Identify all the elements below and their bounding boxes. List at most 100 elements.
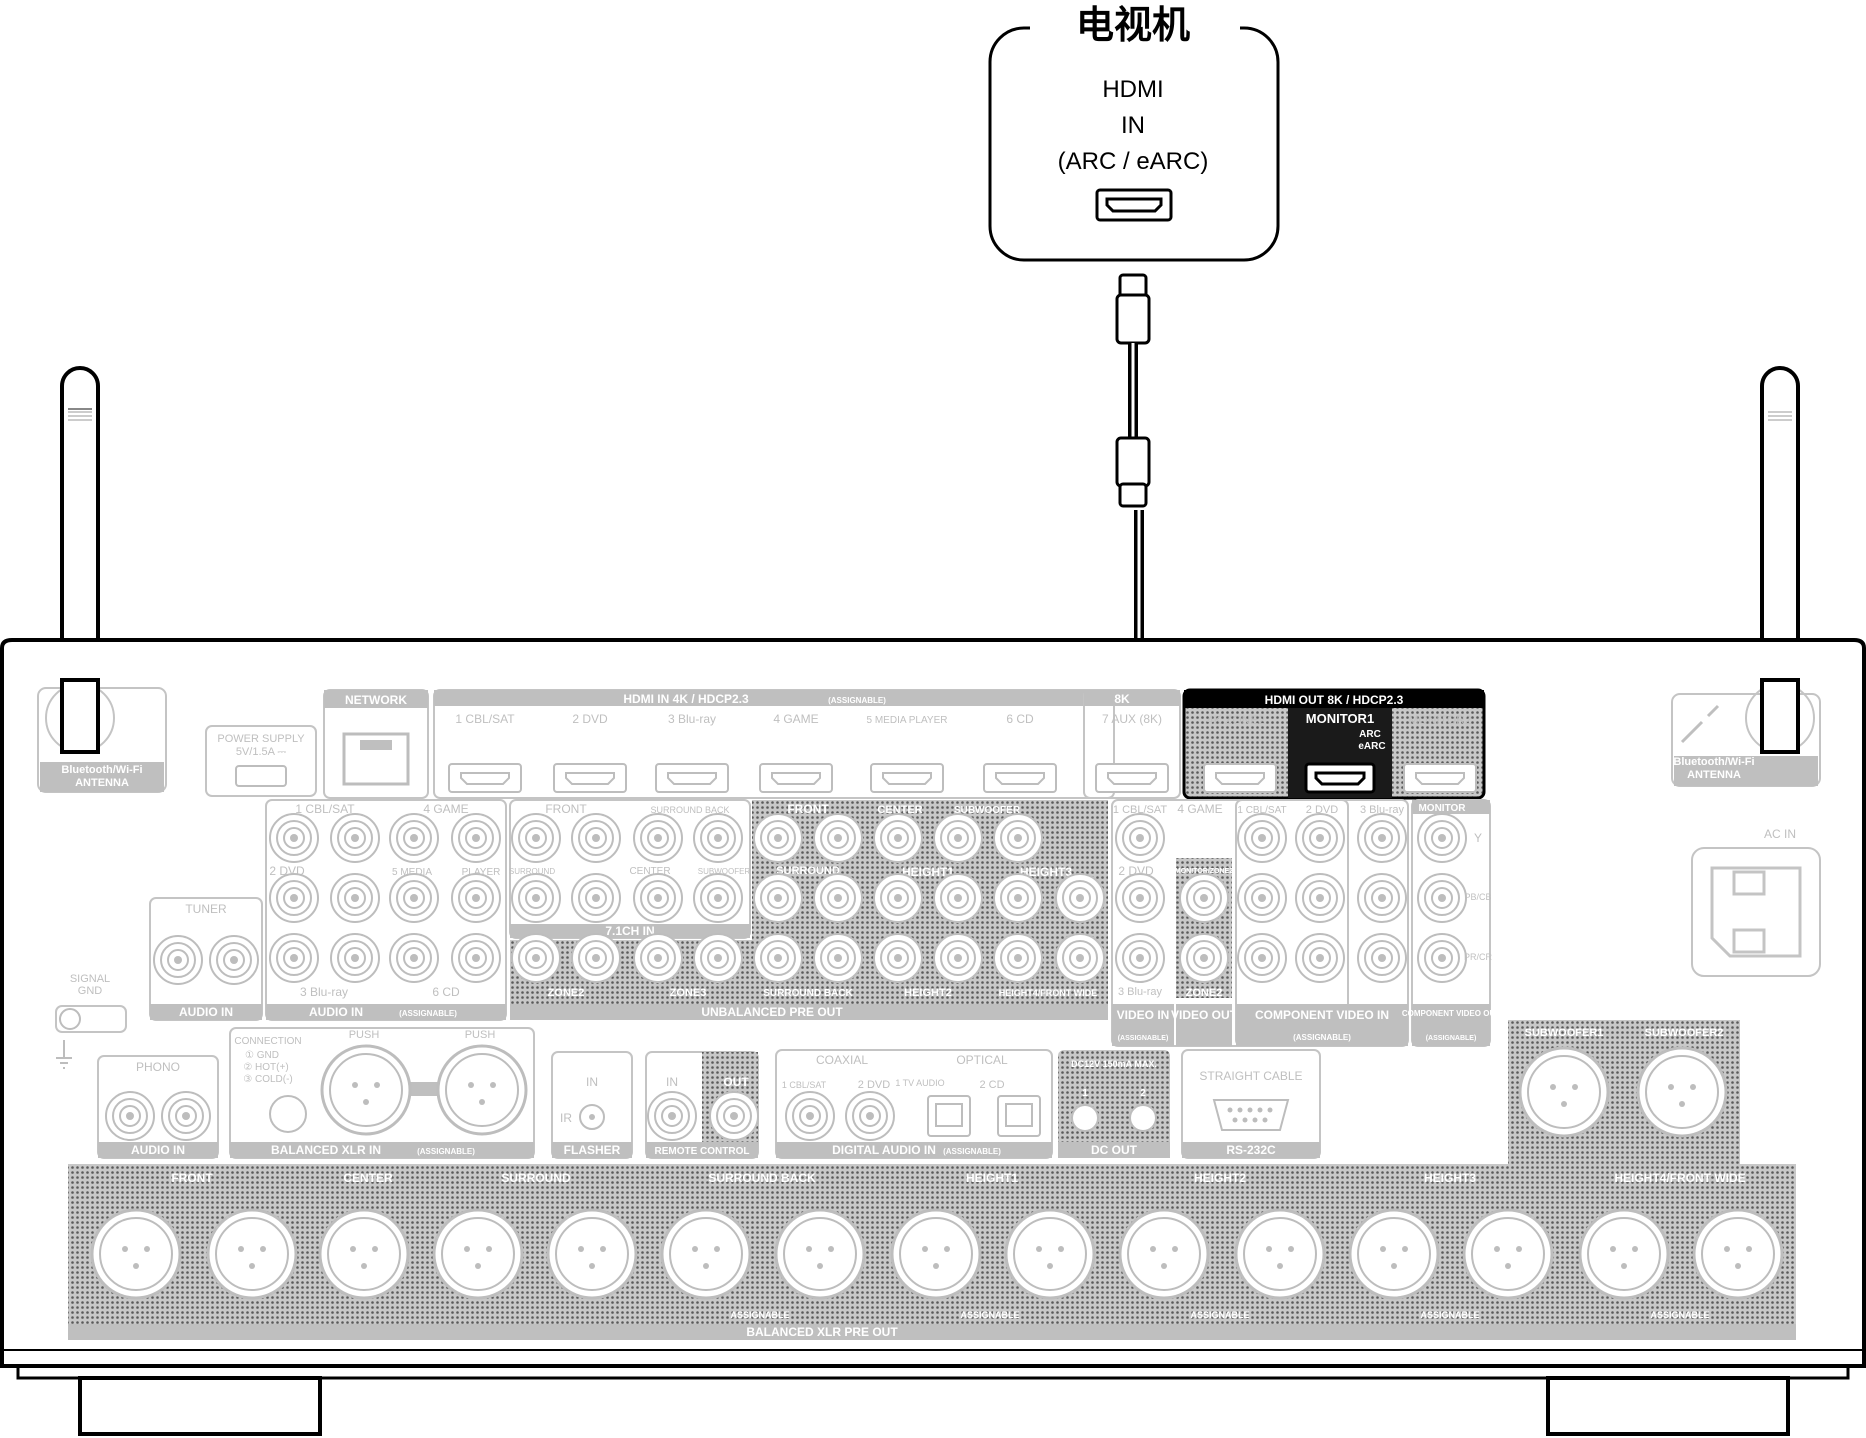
xlr-group-label: CENTER — [343, 1171, 393, 1185]
hdmi-in-header: HDMI IN 4K / HDCP2.3 — [623, 692, 749, 706]
video-monitor-zone2: MONITOR/ZONE2 — [1175, 868, 1233, 875]
audio-in-assign: (ASSIGNABLE) — [399, 1009, 457, 1018]
preout-zone3: ZONE3 — [670, 987, 707, 999]
preout-subwoofer: SUBWOOFER — [954, 805, 1021, 816]
audio-in-player: PLAYER — [462, 867, 501, 878]
video-cbl: 1 CBL/SAT — [1113, 804, 1167, 816]
component-cbl: 1 CBL/SAT — [1237, 805, 1286, 816]
in71-surround: SURROUND — [509, 867, 555, 876]
component-video-panel: 1 CBL/SAT 2 DVD 3 Blu-ray COMPONENT VIDE… — [1235, 799, 1409, 1047]
xlr-group-label: FRONT — [171, 1171, 213, 1185]
component-monitor: MONITOR — [1418, 803, 1466, 814]
preout-height2: HEIGHT2 — [904, 987, 952, 999]
dc-spec: DC12V 150mA MAX. — [1071, 1059, 1157, 1069]
hdmi-out-monitor2-label: MONITOR2 — [1408, 713, 1471, 727]
hdmi-8k-header: 8K — [1114, 692, 1130, 706]
xlr-group-label: HEIGHT3 — [1424, 1171, 1476, 1185]
xlr-push-2: PUSH — [465, 1029, 496, 1041]
remote-out: OUT — [723, 1075, 749, 1089]
tv-hdmi-port-icon[interactable] — [1095, 188, 1173, 222]
flasher-port: FLASHER IN IR — [551, 1051, 633, 1159]
opt-tv: 1 TV AUDIO — [895, 1078, 944, 1088]
right-antenna-mount: Bluetooth/Wi-Fi ANTENNA — [1671, 678, 1821, 787]
optical-label: OPTICAL — [956, 1053, 1008, 1067]
sub2-label: SUBWOOFER2 — [1645, 1027, 1724, 1039]
video-out-label: VIDEO OUT — [1171, 1008, 1238, 1022]
digital-label: DIGITAL AUDIO IN — [832, 1143, 936, 1157]
audio-in-cbl: 1 CBL/SAT — [295, 802, 355, 816]
dc-out-port: DC OUT DC12V 150mA MAX. 1 2 — [1058, 1050, 1170, 1158]
hdmi-8k-panel: 8K 7 AUX (8K) — [1083, 689, 1181, 799]
audio-in-game: 4 GAME — [423, 802, 468, 816]
right-antenna-label-1: Bluetooth/Wi-Fi — [1673, 756, 1754, 768]
ac-in-label: AC IN — [1764, 827, 1796, 841]
audio-in-cd: 6 CD — [432, 985, 460, 999]
hdmi-in-panel: HDMI IN 4K / HDCP2.3 (ASSIGNABLE) 1 CBL/… — [433, 689, 1115, 799]
audio-in-bluray: 3 Blu-ray — [300, 985, 348, 999]
sub1-label: SUBWOOFER1 — [1525, 1027, 1604, 1039]
xlr-assign: ASSIGNABLE — [730, 1310, 789, 1320]
tv-port-label-1: HDMI — [1102, 76, 1163, 103]
component-pr: PR/CR — [1464, 952, 1493, 962]
audio-in-panel: AUDIO IN (ASSIGNABLE) 1 CBL/SAT 4 GAME 2… — [265, 799, 507, 1021]
dc-2: 2 — [1140, 1088, 1146, 1099]
power-supply-spec: 5V/1.5A ⎓ — [236, 746, 287, 758]
rs232-label: RS-232C — [1226, 1143, 1276, 1157]
hdmi-out-header: HDMI OUT 8K / HDCP2.3 — [1265, 693, 1404, 707]
coax-dvd: 2 DVD — [858, 1079, 890, 1091]
digital-assign: (ASSIGNABLE) — [943, 1147, 1001, 1156]
ac-in-port: AC IN — [1691, 827, 1821, 977]
flasher-ir: IR — [560, 1111, 572, 1125]
hdmi-out-monitor1-port[interactable] — [1304, 762, 1376, 794]
in71-subwoofer: SUBWOOFER — [698, 867, 751, 876]
tv-port-label-3: (ARC / eARC) — [1058, 148, 1209, 175]
xlr-connection: CONNECTION — [234, 1036, 301, 1047]
tv-box: 电视机 HDMI IN (ARC / eARC) — [988, 5, 1280, 262]
xlr-in-label: BALANCED XLR IN — [271, 1143, 381, 1157]
xlr-group-label: HEIGHT2 — [1194, 1171, 1246, 1185]
tuner-section: AUDIO IN — [179, 1005, 233, 1019]
in71-label: 7.1CH IN — [605, 924, 654, 938]
left-antenna-label-1: Bluetooth/Wi-Fi — [61, 764, 142, 776]
component-out-assign: (ASSIGNABLE) — [1426, 1035, 1477, 1042]
coaxial-label: COAXIAL — [816, 1053, 868, 1067]
unbalanced-preout-label: UNBALANCED PRE OUT — [701, 1005, 843, 1019]
preout-height4: HEIGHT4/FRONT WIDE — [999, 988, 1098, 998]
video-zone2: ZONE2 — [1186, 987, 1223, 999]
preout-surround-back: SURROUND BACK — [763, 988, 853, 999]
phono-label: PHONO — [136, 1060, 180, 1074]
balanced-xlr-preout-panel: BALANCED XLR PRE OUT FRONT CENTER SURROU… — [68, 1164, 1796, 1340]
remote-label: REMOTE CONTROL — [655, 1146, 750, 1157]
component-dvd: 2 DVD — [1306, 804, 1338, 816]
dc-out-label: DC OUT — [1091, 1143, 1138, 1157]
component-out-panel: MONITOR Y PB/CB PR/CR COMPONENT VIDEO OU… — [1402, 799, 1500, 1047]
tuner-label: TUNER — [185, 902, 227, 916]
phono-section: AUDIO IN — [131, 1143, 185, 1157]
phono-audio-in: AUDIO IN PHONO — [97, 1055, 219, 1159]
xlr-group-label: HEIGHT4/FRONT WIDE — [1614, 1171, 1745, 1185]
xlr-preout-label: BALANCED XLR PRE OUT — [746, 1325, 898, 1339]
component-bluray: 3 Blu-ray — [1360, 804, 1405, 816]
xlr-group-label: SURROUND — [501, 1171, 571, 1185]
tv-title: 电视机 — [1076, 5, 1190, 47]
preout-zone2: ZONE2 — [548, 987, 585, 999]
component-pb: PB/CB — [1464, 892, 1491, 902]
xlr-group-label: HEIGHT1 — [966, 1171, 1018, 1185]
left-antenna-label-2: ANTENNA — [75, 777, 129, 789]
tuner-audio-in: AUDIO IN TUNER — [149, 897, 263, 1021]
in71-center: CENTER — [629, 866, 670, 877]
digital-audio-in: DIGITAL AUDIO IN (ASSIGNABLE) COAXIAL OP… — [775, 1049, 1053, 1159]
unbalanced-preout-panel: UNBALANCED PRE OUT FRONT CENTER SUBWOOFE… — [510, 800, 1108, 1020]
hdmi-8k-label: 7 AUX (8K) — [1102, 712, 1162, 726]
preout-front: FRONT — [787, 802, 829, 816]
component-in-label: COMPONENT VIDEO IN — [1255, 1008, 1389, 1022]
flasher-in: IN — [586, 1075, 598, 1089]
hdmi-in-label: 6 CD — [1006, 712, 1034, 726]
in71-surround-back: SURROUND BACK — [650, 805, 729, 815]
video-bluray: 3 Blu-ray — [1118, 986, 1163, 998]
preout-height3: HEIGHT3 — [1020, 865, 1072, 879]
xlr-in-assign: (ASSIGNABLE) — [417, 1147, 475, 1156]
xlr-assign: ASSIGNABLE — [1420, 1310, 1479, 1320]
rs232c-port: RS-232C STRAIGHT CABLE — [1181, 1049, 1321, 1159]
xlr-assign: ASSIGNABLE — [1650, 1310, 1709, 1320]
